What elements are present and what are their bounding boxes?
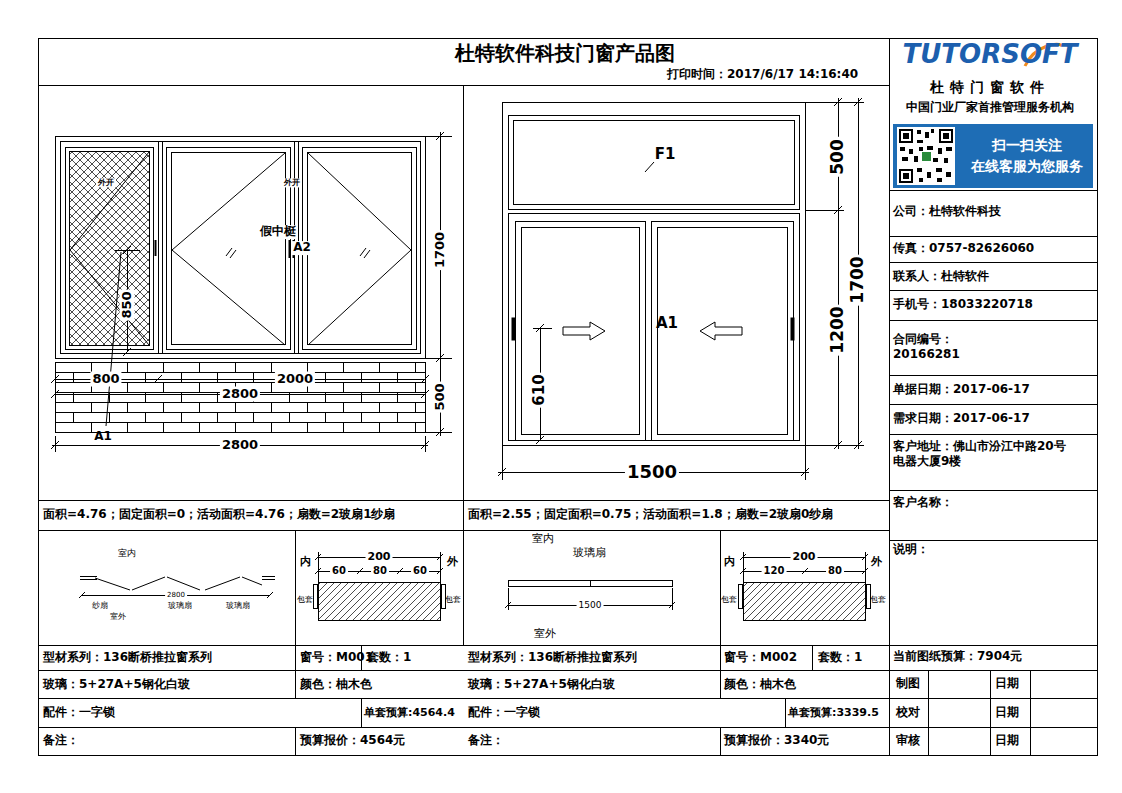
part-label: 玻璃扇 xyxy=(573,547,606,560)
table-cell: 校对 xyxy=(896,706,920,720)
table-cell: 公司：杜特软件科技 xyxy=(893,205,1001,219)
dimension-number: 1700 xyxy=(848,254,868,305)
dimension-number: 500 xyxy=(828,137,848,177)
part-label: 包套 xyxy=(297,595,313,604)
dimension-number: 2800 xyxy=(165,591,187,599)
part-label: A1 xyxy=(656,315,678,332)
table-cell: 套数：1 xyxy=(367,651,411,665)
table-cell: 联系人：杜特软件 xyxy=(893,270,989,284)
table-cell: 需求日期：2017-06-17 xyxy=(893,412,1030,426)
dimension-number: 80 xyxy=(371,565,389,577)
dimension-number: 850 xyxy=(120,289,135,320)
part-label: 玻璃扇 xyxy=(168,601,192,610)
dimension-number: 1200 xyxy=(828,304,848,355)
part-label: 外 xyxy=(871,556,882,569)
sheet-title: 杜特软件科技门窗产品图 xyxy=(455,42,675,65)
part-label: 室内 xyxy=(118,548,136,558)
table-cell: 日期 xyxy=(995,734,1019,748)
table-cell: 当前图纸预算：7904元 xyxy=(893,650,1022,664)
table-cell: 面积=2.55；固定面积=0.75；活动面积=1.8；扇数=2玻扇0纱扇 xyxy=(468,508,833,522)
table-cell: 客户地址：佛山市汾江中路20号 xyxy=(893,440,1066,454)
table-cell: 电器大厦9楼 xyxy=(893,455,961,469)
part-label: A1 xyxy=(94,430,112,444)
table-cell: 预算报价：3340元 xyxy=(724,734,829,748)
part-label: 室内 xyxy=(532,533,554,546)
table-cell: 20166281 xyxy=(893,348,960,362)
part-label: 包套 xyxy=(721,595,737,604)
table-cell: 预算报价：4564元 xyxy=(300,734,405,748)
dimension-number: 2800 xyxy=(220,387,260,402)
dimension-number: 800 xyxy=(90,372,121,387)
dimension-number: 60 xyxy=(411,565,429,577)
dimension-number: 120 xyxy=(762,565,787,577)
table-cell: 玻璃：5+27A+5钢化白玻 xyxy=(43,678,190,692)
dimension-number: 2000 xyxy=(275,372,315,387)
part-label: 假中梃 xyxy=(258,225,298,239)
table-cell: 手机号：18033220718 xyxy=(893,298,1033,312)
table-cell: 审核 xyxy=(896,734,920,748)
header-text: 打印时间：2017/6/17 14:16:40 xyxy=(667,68,858,82)
header-text: TUTORSOFT xyxy=(902,40,1077,70)
table-cell: 备注： xyxy=(468,734,504,748)
dimension-number: 1500 xyxy=(625,462,679,483)
table-cell: 窗号：M001 xyxy=(300,651,373,665)
dimension-number: 610 xyxy=(531,372,548,407)
part-label: 外开 xyxy=(96,178,116,187)
dimension-number: 200 xyxy=(366,551,393,564)
table-cell: 制图 xyxy=(896,677,920,691)
table-cell: 说明： xyxy=(893,543,929,557)
table-cell: 套数：1 xyxy=(818,651,862,665)
table-cell: 型材系列：136断桥推拉窗系列 xyxy=(468,651,637,665)
dimension-number: 200 xyxy=(791,551,818,564)
dimension-number: 2800 xyxy=(220,438,260,453)
table-cell: 配件：一字锁 xyxy=(43,706,115,720)
part-label: 玻璃扇 xyxy=(226,601,250,610)
table-cell: 单据日期：2017-06-17 xyxy=(893,383,1030,397)
part-label: 包套 xyxy=(445,595,461,604)
part-label: 内 xyxy=(300,556,311,569)
table-cell: 颜色：柚木色 xyxy=(724,678,796,692)
part-label: 室外 xyxy=(110,612,126,621)
part-label: 纱扇 xyxy=(92,601,108,610)
part-label: 外开 xyxy=(282,178,302,187)
table-cell: 单套预算:4564.4 xyxy=(364,707,455,720)
part-label: 室外 xyxy=(534,628,556,641)
banner-text: 扫一扫关注 在线客服为您服务 xyxy=(965,135,1089,177)
table-cell: 单套预算:3339.5 xyxy=(788,707,879,720)
table-cell: 面积=4.76；固定面积=0；活动面积=4.76；扇数=2玻扇1纱扇 xyxy=(43,508,395,522)
table-cell: 型材系列：136断桥推拉窗系列 xyxy=(43,651,212,665)
qr-banner: 扫一扫关注 在线客服为您服务 xyxy=(960,124,1093,188)
dimension-number: 60 xyxy=(330,565,348,577)
header-text: 杜特门窗软件 xyxy=(930,79,1050,95)
table-cell: 日期 xyxy=(995,677,1019,691)
table-cell: 备注： xyxy=(43,734,79,748)
dimension-number: 500 xyxy=(433,381,448,412)
part-label: 内 xyxy=(724,556,735,569)
table-cell: 日期 xyxy=(995,706,1019,720)
table-cell: 客户名称： xyxy=(893,496,953,510)
part-label: A2 xyxy=(291,241,313,255)
table-cell: 窗号：M002 xyxy=(724,651,797,665)
part-label: 外 xyxy=(447,556,458,569)
table-cell: 传真：0757-82626060 xyxy=(893,242,1034,256)
dimension-number: 80 xyxy=(826,565,844,577)
part-label: 包套 xyxy=(870,595,886,604)
table-cell: 合同编号： xyxy=(893,333,953,347)
dimension-number: 1700 xyxy=(433,230,448,270)
header-text: 中国门业厂家首推管理服务机构 xyxy=(906,101,1074,115)
dimension-number: 1500 xyxy=(577,600,604,610)
table-cell: 配件：一字锁 xyxy=(468,706,540,720)
table-cell: 玻璃：5+27A+5钢化白玻 xyxy=(468,678,615,692)
table-cell: 颜色：柚木色 xyxy=(300,678,372,692)
part-label: F1 xyxy=(655,146,676,163)
